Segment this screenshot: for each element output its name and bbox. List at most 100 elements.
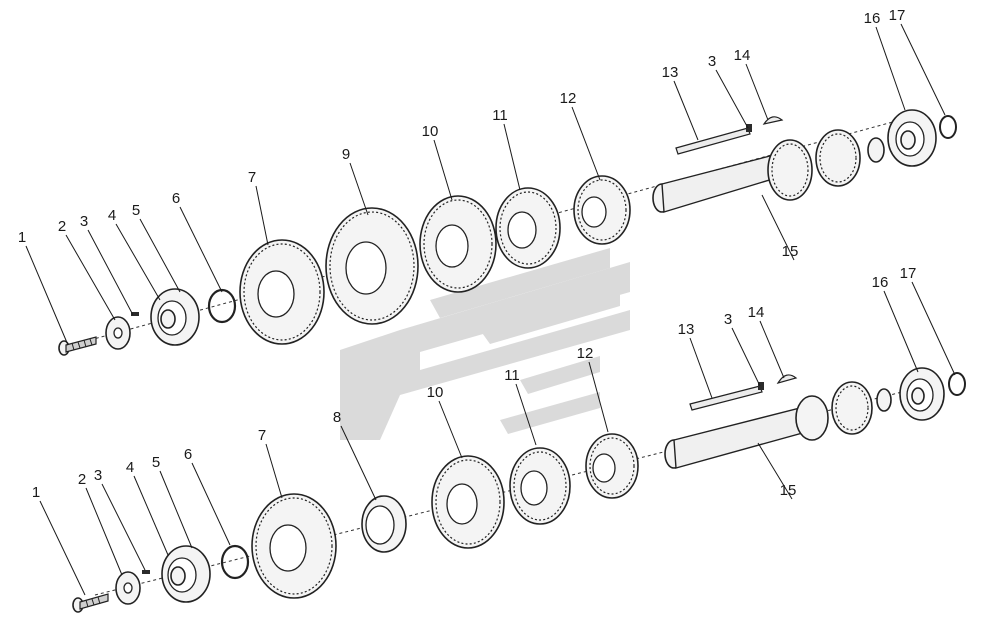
upper-part-2-washer <box>105 316 131 350</box>
lower-part-8-bushing <box>361 495 407 553</box>
upper-callout-label: 15 <box>782 243 799 260</box>
upper-leader-line <box>179 206 223 293</box>
upper-callout-label: 7 <box>248 169 256 186</box>
upper-callout-label: 13 <box>662 64 679 81</box>
lower-part-15-shaft <box>664 381 892 469</box>
lower-leader-line <box>689 337 713 399</box>
lower-callout-label: 4 <box>126 459 134 476</box>
lower-leader-line <box>159 470 193 549</box>
upper-leader-line <box>87 229 134 316</box>
lower-leader-line <box>438 400 463 459</box>
upper-part-12-gear <box>573 175 631 245</box>
lower-callout-label: 13 <box>678 321 695 338</box>
lower-callout-label: 1 <box>32 484 40 501</box>
upper-callout-label: 14 <box>734 47 751 64</box>
upper-callout-label: 3 <box>80 213 88 230</box>
lower-part-16-bearing <box>899 367 945 421</box>
upper-callout-label: 11 <box>492 107 508 124</box>
lower-leader-line <box>515 383 537 446</box>
lower-part-2-washer <box>115 571 141 605</box>
upper-leader-line <box>65 234 116 321</box>
lower-callout-label: 11 <box>504 367 520 384</box>
lower-callout-label: 3 <box>94 467 102 484</box>
lower-callout-label: 7 <box>258 427 266 444</box>
upper-leader-line <box>900 23 946 116</box>
lower-part-14-woodruff-key <box>776 374 798 384</box>
upper-part-3-pin <box>131 312 139 316</box>
upper-part-11-gear <box>495 187 561 269</box>
lower-leader-line <box>39 500 86 596</box>
upper-callout-label: 3 <box>708 53 716 70</box>
upper-part-6-snap-ring <box>207 288 237 324</box>
upper-part-15-shaft <box>652 129 885 213</box>
upper-callout-label: 6 <box>172 190 180 207</box>
upper-part-4-5-bearing <box>150 288 200 346</box>
upper-assembly <box>58 109 957 356</box>
upper-callout-label: 4 <box>108 207 116 224</box>
lower-part-13-key <box>689 385 763 411</box>
lower-part-1-bolt <box>72 593 109 613</box>
upper-leader-line <box>349 162 369 216</box>
upper-callout-label: 17 <box>889 7 906 24</box>
lower-assembly <box>72 367 966 613</box>
lower-leader-line <box>191 462 231 546</box>
lower-callout-label: 15 <box>780 482 797 499</box>
lower-leader-line <box>85 487 123 576</box>
upper-callout-label: 2 <box>58 218 66 235</box>
lower-leader-line <box>883 290 919 373</box>
upper-leader-line <box>25 245 69 346</box>
lower-callout-label: 17 <box>900 265 917 282</box>
upper-leader-line <box>745 63 769 121</box>
lower-leader-line <box>731 327 761 387</box>
lower-part-10-gear <box>431 455 505 549</box>
lower-part-12-gear <box>585 433 639 499</box>
upper-part-16-bearing <box>887 109 937 167</box>
upper-callout-label: 1 <box>18 229 26 246</box>
lower-callout-label: 16 <box>872 274 889 291</box>
watermark-logo <box>340 248 630 440</box>
lower-leader-line <box>133 475 169 556</box>
upper-leader-line <box>761 194 795 261</box>
upper-part-13-key <box>675 127 751 155</box>
upper-part-7-gear <box>239 239 325 345</box>
lower-callout-label: 8 <box>333 409 341 426</box>
upper-leader-line <box>115 223 161 301</box>
upper-callout-label: 5 <box>132 202 140 219</box>
upper-leader-line <box>673 80 699 141</box>
upper-part-3-pin-right <box>746 124 752 132</box>
upper-leader-line <box>139 218 181 293</box>
upper-part-9-large-gear <box>325 207 419 325</box>
lower-part-11-gear <box>509 447 571 525</box>
lower-part-17-snap-ring <box>948 372 966 396</box>
lower-callout-label: 14 <box>748 304 765 321</box>
upper-part-1-bolt <box>58 336 97 356</box>
upper-leader-line <box>255 185 269 246</box>
upper-leader-line <box>875 26 906 111</box>
lower-leader-line <box>265 443 283 499</box>
lower-part-6-snap-ring <box>220 544 250 580</box>
upper-leader-line <box>571 106 601 181</box>
lower-callout-label: 3 <box>724 311 732 328</box>
upper-part-17-snap-ring <box>939 115 957 139</box>
lower-leader-line <box>588 361 609 433</box>
lower-part-3-pin <box>142 570 150 574</box>
lower-part-7-gear <box>251 493 337 599</box>
lower-callout-label: 2 <box>78 471 86 488</box>
lower-part-4-5-bearing <box>161 545 211 603</box>
lower-callout-label: 6 <box>184 446 192 463</box>
upper-leader-line <box>503 123 521 191</box>
lower-leader-line <box>101 483 146 571</box>
upper-part-14-woodruff-key <box>762 116 784 125</box>
lower-part-3-pin-right <box>758 382 764 390</box>
lower-leader-line <box>757 442 793 500</box>
lower-callout-label: 10 <box>427 384 444 401</box>
upper-callout-label: 12 <box>560 90 577 107</box>
upper-callout-label: 9 <box>342 146 350 163</box>
upper-callout-label: 10 <box>422 123 439 140</box>
lower-callout-label: 5 <box>152 454 160 471</box>
lower-leader-line <box>759 320 785 379</box>
lower-leader-line <box>340 425 377 501</box>
